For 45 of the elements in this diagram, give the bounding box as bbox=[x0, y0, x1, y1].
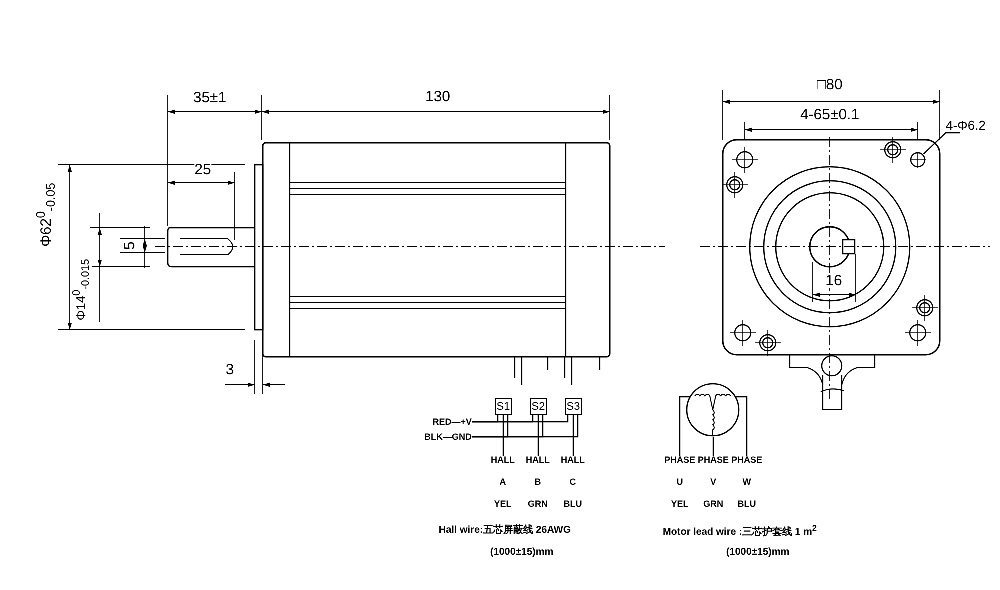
wire-label: PHASE bbox=[664, 456, 696, 465]
hall-sensor-box: S1 bbox=[495, 398, 512, 415]
wire-label: YEL bbox=[494, 500, 512, 509]
wire-spec-text: Motor lead wire :三芯护套线 1 m$^{2}$ bbox=[662, 524, 818, 538]
wire-label: HALL bbox=[561, 456, 585, 465]
wire bbox=[538, 415, 540, 456]
dimension-label: 16 bbox=[826, 274, 842, 288]
hall-sensor-box: S3 bbox=[565, 398, 582, 415]
dimension-label: 4-Φ6.2 bbox=[946, 117, 990, 133]
wire-label: B bbox=[534, 478, 542, 487]
wire-label: HALL bbox=[526, 456, 550, 465]
dimension-label: 130 bbox=[425, 90, 451, 104]
dimension-label: 35±1 bbox=[193, 90, 227, 106]
wire-label: YEL bbox=[671, 500, 689, 509]
wire-spec-text: Hall wire:五芯屏蔽线 26AWG bbox=[438, 526, 572, 536]
wire bbox=[472, 415, 579, 438]
wire bbox=[502, 415, 504, 456]
wire-label: GRN bbox=[704, 500, 724, 509]
wire-label: BLU bbox=[738, 500, 756, 509]
wire-label: U bbox=[676, 478, 684, 487]
wire-label: W bbox=[742, 478, 752, 487]
leader-line bbox=[923, 132, 960, 155]
wire-label: HALL bbox=[491, 456, 515, 465]
wire-label: PHASE bbox=[732, 456, 762, 465]
wire-label: BLU bbox=[564, 500, 582, 509]
wire-label: C bbox=[570, 478, 576, 487]
length-text: (1000±15)mm bbox=[490, 548, 554, 558]
hall-sensor-box: S2 bbox=[530, 398, 547, 415]
dimension-label: 25 bbox=[194, 162, 212, 178]
dimension-label: 5 bbox=[122, 242, 138, 250]
dimension-label: 3 bbox=[226, 362, 234, 378]
dimension-label: □80 bbox=[817, 78, 843, 92]
dimension-label: 4-65±0.1 bbox=[800, 108, 860, 122]
wire-label: PHASE bbox=[698, 456, 729, 465]
length-text: (1000±15)mm bbox=[726, 548, 790, 558]
wire bbox=[679, 396, 690, 456]
wire bbox=[572, 415, 574, 456]
wire-label: V bbox=[710, 478, 716, 487]
wire bbox=[472, 415, 569, 423]
wire-label: A bbox=[500, 478, 506, 487]
wire bbox=[736, 396, 748, 456]
wire-label: GRN bbox=[528, 500, 548, 509]
wire-label: BLK—GND bbox=[410, 430, 472, 444]
wire bbox=[712, 437, 714, 456]
wire-label: RED—+V bbox=[420, 415, 472, 429]
